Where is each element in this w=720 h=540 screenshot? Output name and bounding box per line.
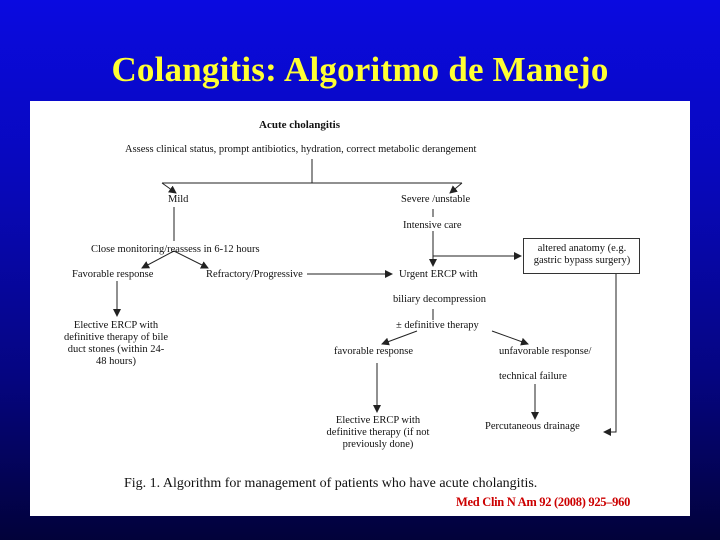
- node-intensive-care: Intensive care: [403, 220, 462, 231]
- node-close-monitoring: Close monitoring/reassess in 6-12 hours: [91, 244, 260, 255]
- node-elective-ercp-definitive: Elective ERCP with definitive therapy (i…: [326, 415, 430, 450]
- node-assess: Assess clinical status, prompt antibioti…: [125, 144, 477, 155]
- node-severe: Severe /unstable: [401, 194, 471, 205]
- node-favorable-response-lower: favorable response: [334, 346, 414, 357]
- arrow-to-favorable: [141, 250, 175, 269]
- node-mild: Mild: [168, 194, 189, 205]
- node-percutaneous-drainage: Percutaneous drainage: [485, 421, 580, 432]
- slide-title: Colangitis: Algoritmo de Manejo: [111, 50, 609, 89]
- node-elective-ercp-stones: Elective ERCP with definitive therapy of…: [63, 320, 169, 367]
- node-urgent-ercp: Urgent ERCP with: [399, 269, 478, 280]
- flowchart-connectors: [113, 159, 617, 436]
- arrow-altered-percutaneous: [603, 274, 617, 436]
- node-biliary-decompression: biliary decompression: [393, 294, 487, 305]
- altered-anatomy-box: altered anatomy (e.g. gastric bypass sur…: [523, 238, 640, 274]
- arrow-to-severe: [449, 182, 463, 194]
- arrow-to-mild: [161, 182, 177, 194]
- arrow-to-favorable-lower: [381, 330, 418, 346]
- citation: Med Clin N Am 92 (2008) 925–960: [456, 495, 631, 509]
- flowchart-panel: Acute cholangitis Assess clinical status…: [30, 101, 690, 516]
- node-acute-cholangitis: Acute cholangitis: [259, 119, 340, 131]
- figure-caption: Fig. 1. Algorithm for management of pati…: [124, 476, 538, 491]
- node-altered-anatomy: altered anatomy (e.g. gastric bypass sur…: [533, 243, 631, 266]
- node-technical-failure: technical failure: [499, 371, 567, 382]
- arrow-to-refractory: [173, 250, 209, 269]
- node-unfavorable-response: unfavorable response/: [499, 346, 592, 357]
- node-refractory: Refractory/Progressive: [206, 269, 303, 280]
- node-definitive-therapy: ± definitive therapy: [396, 320, 479, 331]
- node-favorable-response: Favorable response: [72, 269, 154, 280]
- arrow-to-unfavorable: [491, 330, 529, 346]
